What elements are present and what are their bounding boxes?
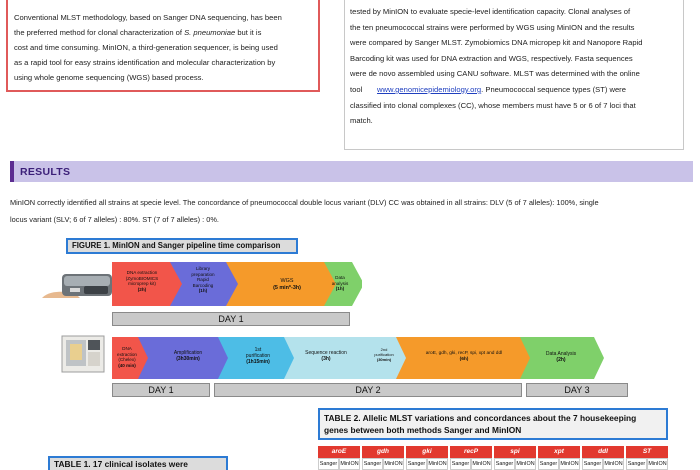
sanger-step-5-label: 2nd purification (30min) [374, 347, 394, 362]
minion-step-4-label: Data analysis (1h) [331, 275, 349, 292]
sanger-pipeline [112, 337, 604, 379]
table2-subcol: Sanger [538, 458, 559, 470]
table2-col-gki: gki [406, 446, 448, 458]
methods-line: the ten pneumococcal strains were perfor… [350, 22, 635, 32]
minion-day-bar: DAY 1 [112, 312, 350, 326]
sanger-sequencer-illustration [61, 335, 105, 373]
sanger-step-dna-extraction [112, 337, 152, 379]
intro-line: the preferred method for clonal characte… [14, 28, 262, 37]
sanger-step-1st-purification [218, 337, 298, 379]
results-paragraph: MinION correctly identified all strains … [10, 194, 694, 228]
table2-subcol: MinION [559, 458, 580, 470]
minion-pipeline [112, 262, 362, 306]
table2-subcol: Sanger [450, 458, 471, 470]
minion-step-dna-extraction [112, 262, 186, 306]
results-banner [10, 161, 693, 182]
minion-step-3-label: WGS (5 min*-3h) [273, 278, 301, 291]
table2-subcol: Sanger [406, 458, 427, 470]
sanger-step-7-label: Data Analysis (2h) [545, 351, 577, 364]
table2-subcol: Sanger [362, 458, 383, 470]
table2-subcol: Sanger [318, 458, 339, 470]
methods-paragraph: tested by MinION to evaluate specie-leve… [350, 4, 680, 129]
table2-subcol: Sanger [626, 458, 647, 470]
sanger-step-4-label: Sequence reaction (3h) [305, 350, 347, 363]
figure1-caption: FIGURE 1. MinION and Sanger pipeline tim… [66, 238, 298, 254]
table2-col-ST: ST [626, 446, 668, 458]
table2-subcol: MinION [383, 458, 404, 470]
table2-subcol: MinION [339, 458, 360, 470]
table2-subcol: MinION [471, 458, 492, 470]
table2-col-aroE: aroE [318, 446, 360, 458]
methods-line: Barcoding kit was used for DNA extractio… [350, 53, 633, 63]
sanger-step-2nd-purification [358, 337, 410, 379]
table2-col-recP: recP [450, 446, 492, 458]
results-heading: RESULTS [20, 166, 71, 178]
methods-box [344, 0, 684, 150]
results-line: locus variant (SLV; 6 of 7 alleles) : 80… [10, 215, 219, 224]
genomic-epidemiology-link[interactable]: www.genomicepidemiology.org [377, 84, 482, 94]
intro-box [6, 0, 320, 92]
minion-step-wgs [226, 262, 340, 306]
table2-col-xpt: xpt [538, 446, 580, 458]
sanger-step-2-label: Amplification (3h30min) [173, 350, 203, 363]
sanger-step-3-label: 1st purification (1h15min) [245, 347, 271, 366]
minion-step-2-label: Library preparation Rapid Barcoding (1h) [191, 266, 215, 294]
table2-col-gdh: gdh [362, 446, 404, 458]
table2-subcol: Sanger [494, 458, 515, 470]
minion-device-illustration [42, 274, 112, 298]
table2-col-spi: spi [494, 446, 536, 458]
intro-line: as a rapid tool for easy strains identif… [14, 58, 276, 67]
table2-caption: TABLE 2. Allelic MLST variations and con… [318, 408, 668, 440]
methods-line: were de novo assembled using CANU softwa… [350, 69, 640, 79]
minion-step-data-analysis [324, 262, 362, 306]
table2-subcol: MinION [603, 458, 624, 470]
intro-line: Conventional MLST methodology, based on … [14, 13, 282, 22]
methods-line: match. [350, 116, 373, 126]
results-line: MinION correctly identified all strains … [10, 198, 599, 207]
sanger-step-data-analysis [520, 337, 604, 379]
methods-line: tested by MinION to evaluate specie-leve… [350, 7, 631, 16]
sanger-day1-bar: DAY 1 [112, 383, 210, 397]
methods-line: tool www.genomicepidemiology.org. Pneumo… [350, 84, 626, 94]
species-name: S. pneumoniae [184, 28, 236, 37]
intro-line: cost and time consuming. MinION, a third… [14, 43, 278, 52]
minion-step-library-preparation [170, 262, 242, 306]
sanger-step-housekeeping-genes [396, 337, 534, 379]
table2-subcol: MinION [427, 458, 448, 470]
sanger-step-6-label: aroE, gdh, gki, recP, spi, xpt and ddl (… [425, 351, 503, 362]
sanger-step-1-label: DNA extraction (Chelex) (40 min) [117, 346, 137, 368]
intro-paragraph: Conventional MLST methodology, based on … [14, 10, 314, 85]
sanger-step-amplification [138, 337, 232, 379]
table2-col-ddl: ddl [582, 446, 624, 458]
table2-subcol: Sanger [582, 458, 603, 470]
methods-line: classified into clonal complexes (CC), w… [350, 100, 636, 110]
methods-line: were compared by Sanger MLST. Zymobiomic… [350, 38, 643, 48]
sanger-step-sequence-reaction [284, 337, 372, 379]
table1-caption: TABLE 1. 17 clinical isolates were [48, 456, 228, 470]
table2-subcol: MinION [647, 458, 668, 470]
minion-step-1-label: DNA extraction (ZymoBIOMICS microprep ki… [125, 270, 159, 292]
intro-line: using whole genome sequencing (WGS) base… [14, 73, 204, 82]
table2-subcol: MinION [515, 458, 536, 470]
sanger-day3-bar: DAY 3 [526, 383, 628, 397]
sanger-day2-bar: DAY 2 [214, 383, 522, 397]
